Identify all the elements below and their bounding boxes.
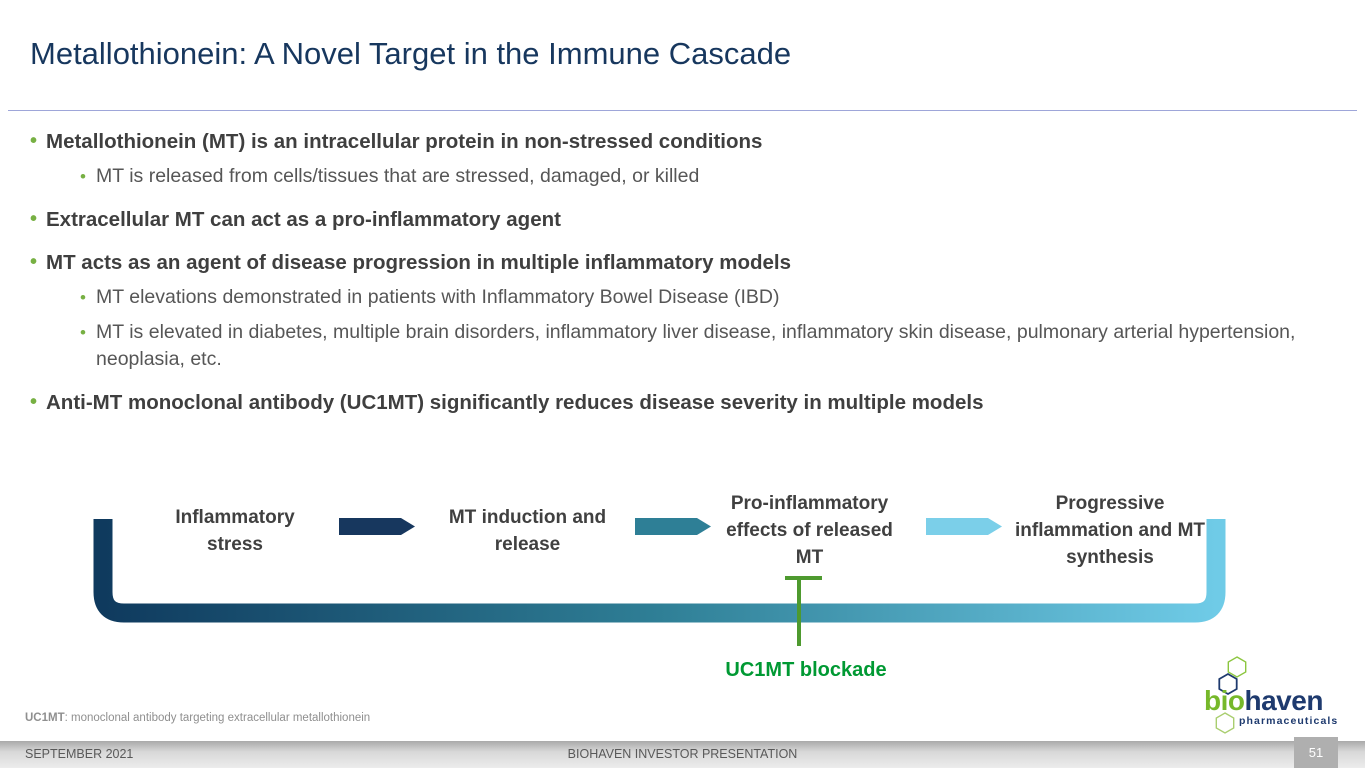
page-number-badge: 51 (1294, 737, 1338, 768)
bullet-item: • Metallothionein (MT) is an intracellul… (22, 128, 1352, 155)
bullet-icon: • (80, 323, 86, 342)
bullet-text: MT elevations demonstrated in patients w… (96, 286, 780, 308)
biohaven-logo: biohaven pharmaceuticals (1204, 656, 1338, 734)
bullet-text: Extracellular MT can act as a pro-inflam… (46, 208, 561, 231)
diagram-stage-mt-induction: MT induction and release (448, 507, 607, 555)
flow-arrow-icon (926, 518, 1002, 535)
logo-hexagons-icon (1215, 656, 1247, 734)
bullet-text: Anti-MT monoclonal antibody (UC1MT) sign… (46, 391, 984, 414)
bullet-subitem: • MT elevations demonstrated in patients… (74, 284, 1324, 311)
flow-arrow-icon (635, 518, 711, 535)
bullet-icon: • (80, 288, 86, 307)
bullet-item: • Anti-MT monoclonal antibody (UC1MT) si… (22, 389, 1352, 416)
blockade-stem-icon (797, 576, 801, 646)
diagram-stage-inflammatory-stress: Inflammatory stress (175, 507, 295, 555)
logo-bio-text: bio (1204, 685, 1245, 716)
svg-text:biohaven: biohaven (1204, 685, 1323, 716)
bullet-text: Metallothionein (MT) is an intracellular… (46, 130, 763, 153)
bullet-text: MT is released from cells/tissues that a… (96, 165, 700, 187)
logo-haven-text: haven (1245, 685, 1323, 716)
title-divider (8, 110, 1357, 111)
footnote: UC1MT: monoclonal antibody targeting ext… (25, 712, 370, 724)
bullet-icon: • (30, 208, 38, 230)
logo-pharmaceuticals-text: pharmaceuticals (1239, 715, 1338, 727)
page-title: Metallothionein: A Novel Target in the I… (30, 36, 792, 71)
feedback-loop-arrow (93, 519, 1226, 623)
bullet-list: • Metallothionein (MT) is an intracellul… (22, 128, 1352, 416)
footer-bar: SEPTEMBER 2021 BIOHAVEN INVESTOR PRESENT… (0, 741, 1365, 768)
footnote-definition: : monoclonal antibody targeting extracel… (64, 712, 371, 724)
bullet-item: • MT acts as an agent of disease progres… (22, 249, 1352, 276)
bullet-item: • Extracellular MT can act as a pro-infl… (22, 206, 1352, 233)
bullet-icon: • (80, 167, 86, 186)
blockade-tbar-icon (785, 576, 822, 580)
footnote-term: UC1MT (25, 712, 65, 724)
bullet-text: MT acts as an agent of disease progressi… (46, 251, 792, 274)
bullet-text: MT is elevated in diabetes, multiple bra… (96, 321, 1296, 370)
footer-presentation-title: BIOHAVEN INVESTOR PRESENTATION (567, 747, 798, 761)
diagram-stage-progressive-inflammation: Progressive inflammation and MT synthesi… (1015, 493, 1205, 568)
diagram-stage-proinflammatory-effects: Pro-inflammatory effects of released MT (726, 493, 893, 568)
bullet-icon: • (30, 391, 38, 413)
bullet-subitem: • MT is released from cells/tissues that… (74, 163, 1324, 190)
blockade-label: UC1MT blockade (725, 659, 887, 681)
bullet-subitem: • MT is elevated in diabetes, multiple b… (74, 319, 1324, 373)
bullet-icon: • (30, 251, 38, 273)
footer-date: SEPTEMBER 2021 (25, 747, 134, 761)
flow-arrow-icon (339, 518, 415, 535)
bullet-icon: • (30, 130, 38, 152)
